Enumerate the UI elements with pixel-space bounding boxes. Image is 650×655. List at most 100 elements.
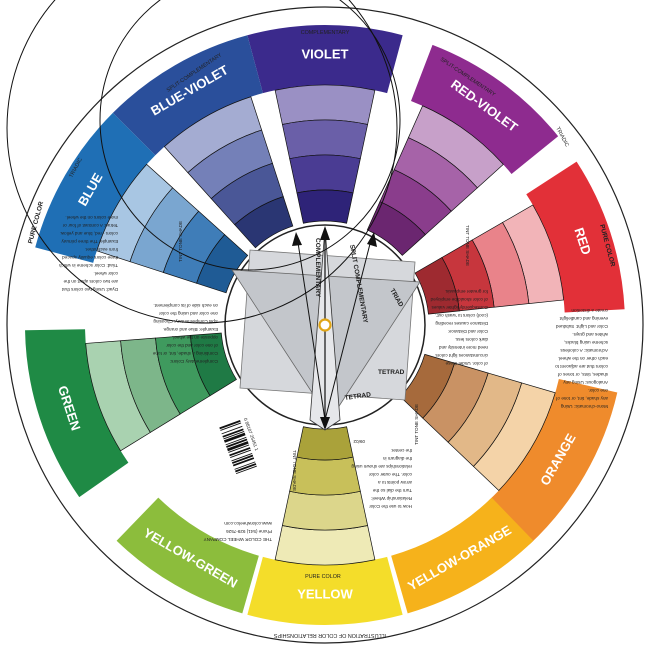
- split-line: [324, 235, 373, 421]
- text-block-color-light-line: dark colors less.: [455, 337, 488, 342]
- pure-band-yellow-orange: [391, 497, 534, 614]
- text-block-howto-line: color. The outer color: [368, 472, 412, 477]
- arrow-head-bottom: [320, 417, 330, 430]
- text-block-complementary-line: Split Complementary: Choosing: [153, 319, 218, 324]
- pure-band-blue-violet: [112, 35, 263, 156]
- overlay-circle: [6, 0, 398, 324]
- text-block-dyad-line: Example: The three primary: [61, 239, 118, 244]
- arrow-head-top: [320, 226, 330, 240]
- split-head-left: [292, 232, 302, 246]
- text-block-dyad-line: Tetrad: A contrast of four or: [62, 223, 118, 228]
- dial-complementary-label: COMPLEMENTARY: [314, 238, 321, 298]
- code: 09/02: [353, 439, 365, 444]
- text-block-brand-line: THE COLOR WHEEL COMPANY: [204, 537, 272, 542]
- tint-band-violet-0: [274, 84, 376, 125]
- text-block-monochromatic-line: Achromatic: A colorless: [560, 348, 608, 353]
- tint-band-yellow-1: [281, 490, 369, 531]
- tint-tone-shade-bottom-right: TINT TONE SHADE: [414, 404, 419, 445]
- text-block-dyad-line: three colors equally spaced: [62, 255, 118, 260]
- text-block-monochromatic-line: scheme using blacks,: [564, 340, 608, 345]
- text-block-dyad-line: are two colors apart on the: [63, 279, 118, 284]
- barcode: 0 88107 25451 1: [219, 417, 259, 475]
- bottom-title: ILLUSTRATION OF COLOR RELATIONSHIPS: [274, 632, 387, 638]
- text-block-monochromatic: Mono-chromatic: Using any shade, tint, or…: [555, 308, 608, 409]
- text-block-monochromatic-line: shades, tints, or tones of: [557, 372, 608, 377]
- pure-band-yellow-green: [116, 497, 259, 614]
- pure-band-red: [526, 161, 625, 313]
- text-block-monochromatic-line: Color and Light: Subdued: [555, 324, 608, 329]
- text-block-howto-line: How to use the Color: [369, 504, 412, 509]
- text-block-howto: How to use the Color Relationship Wheel: T…: [351, 448, 412, 509]
- tint-band-violet-2: [289, 154, 361, 194]
- color-segments: [25, 25, 625, 625]
- text-block-color-light-line: circumstances light colors: [435, 353, 488, 358]
- text-block-complementary-line: of one color and the color: [166, 343, 218, 348]
- complementary-top: COMPLEMENTARY: [301, 30, 350, 36]
- text-block-dyad: Dyad: Using two colors that are two color…: [58, 215, 118, 292]
- tint-band-yellow-0: [274, 525, 376, 566]
- text-block-howto-line: relationships are shown using: [351, 464, 412, 469]
- text-block-complementary-line: Complementary Colors:: [170, 359, 218, 364]
- tint-tone-shade-right: TINT TONE SHADE: [465, 225, 470, 266]
- dial-tetrad-label: TETRAD: [378, 369, 405, 376]
- text-block-brand-line: www.colorwheelco.com: [224, 521, 272, 526]
- text-block-dyad-line: color wheel.: [93, 271, 118, 276]
- pure-band-blue: [35, 112, 156, 263]
- text-block-complementary-line: Example: Blue and orange.: [163, 327, 218, 332]
- text-block-color-light-line: Consequently lighter values: [431, 305, 488, 310]
- tint-band-orange-3: [399, 353, 455, 419]
- text-block-dyad-line: Dyad: Using two colors that: [61, 287, 118, 292]
- pure-color-bottom: PURE COLOR: [305, 574, 341, 580]
- pivot-icon[interactable]: [318, 318, 332, 332]
- text-block-color-light-line: Distance causes receding: [435, 321, 488, 326]
- tint-band-red-3: [414, 257, 460, 315]
- tint-tone-shade-left: TINT TONE SHADE: [178, 221, 183, 262]
- tint-band-green-3: [190, 332, 237, 397]
- text-block-monochromatic-line: evening and candlelight: [559, 316, 608, 321]
- hue-label-yellow: YELLOW: [297, 586, 353, 601]
- tint-band-blue-violet-3: [234, 196, 294, 249]
- text-block-dyad-line: more colors on the wheel.: [65, 215, 118, 220]
- text-block-dyad-line: colors - red, blue and yellow.: [60, 231, 118, 236]
- tint-tone-shade-bottom: TINT TONE SHADE: [292, 450, 297, 491]
- text-block-dyad-line: Triad: Color scheme in which: [58, 263, 118, 268]
- text-block-complementary-line: Combining a shade, tint, or tone: [152, 351, 218, 356]
- text-block-dyad-line: from each other.: [85, 247, 118, 252]
- text-block-color-light-line: of color. Under these: [445, 361, 488, 366]
- text-block-brand-line: Phone (541) 929-7526: [226, 529, 272, 534]
- tint-band-violet-1: [281, 119, 369, 160]
- pure-band-orange: [488, 378, 618, 545]
- text-block-monochromatic-line: Mono-chromatic: Using: [560, 404, 608, 409]
- text-block-monochromatic-line: one color.: [588, 388, 608, 393]
- pure-band-yellow: [247, 556, 403, 625]
- text-block-complementary-line: one color and using the color: [159, 311, 218, 316]
- text-block-monochromatic-line: colors that are adjacent to: [555, 364, 608, 369]
- text-block-color-light-line: of color should be employed: [430, 297, 488, 302]
- tint-band-blue-3: [196, 234, 249, 294]
- text-block-monochromatic-line: Analogous: Using any: [563, 380, 608, 385]
- text-block-howto-line: the diagram in: [382, 456, 412, 461]
- tint-band-yellow-2: [289, 456, 361, 496]
- text-block-howto-line: Relationship Wheel:: [371, 496, 412, 501]
- text-block-brand: THE COLOR WHEEL COMPANY Phone (541) 929-7…: [204, 521, 272, 542]
- text-block-color-light-line: (cool) colors to 'wash out'.: [435, 313, 488, 318]
- dial-tetrad-label-2: TETRAD: [344, 391, 371, 402]
- split-head-right: [367, 232, 377, 247]
- text-block-monochromatic-line: whites and grays.: [572, 332, 608, 337]
- text-block-howto-line: arrow points to a: [378, 480, 412, 485]
- text-block-color-light-line: need more intensity and: [439, 345, 488, 350]
- overlay-circle: [99, 0, 401, 271]
- text-block-complementary-line: opposite on the wheel.: [172, 335, 218, 340]
- hue-label-violet: VIOLET: [302, 46, 349, 61]
- tint-band-yellow-3: [296, 426, 354, 461]
- text-block-color-light-line: for greater emphasis.: [445, 289, 488, 294]
- text-block-color-light: of color. Under these circumstances light…: [430, 289, 488, 366]
- text-block-howto-line: Turn the dial so the: [372, 488, 412, 493]
- pure-band-violet: [247, 25, 403, 94]
- text-block-monochromatic-line: any shade, tint, or tone of: [555, 396, 608, 401]
- pure-band-green: [25, 329, 129, 498]
- text-block-color-light-line: Color and Distance:: [448, 329, 488, 334]
- split-line: [296, 235, 326, 421]
- tint-band-violet-3: [296, 189, 354, 224]
